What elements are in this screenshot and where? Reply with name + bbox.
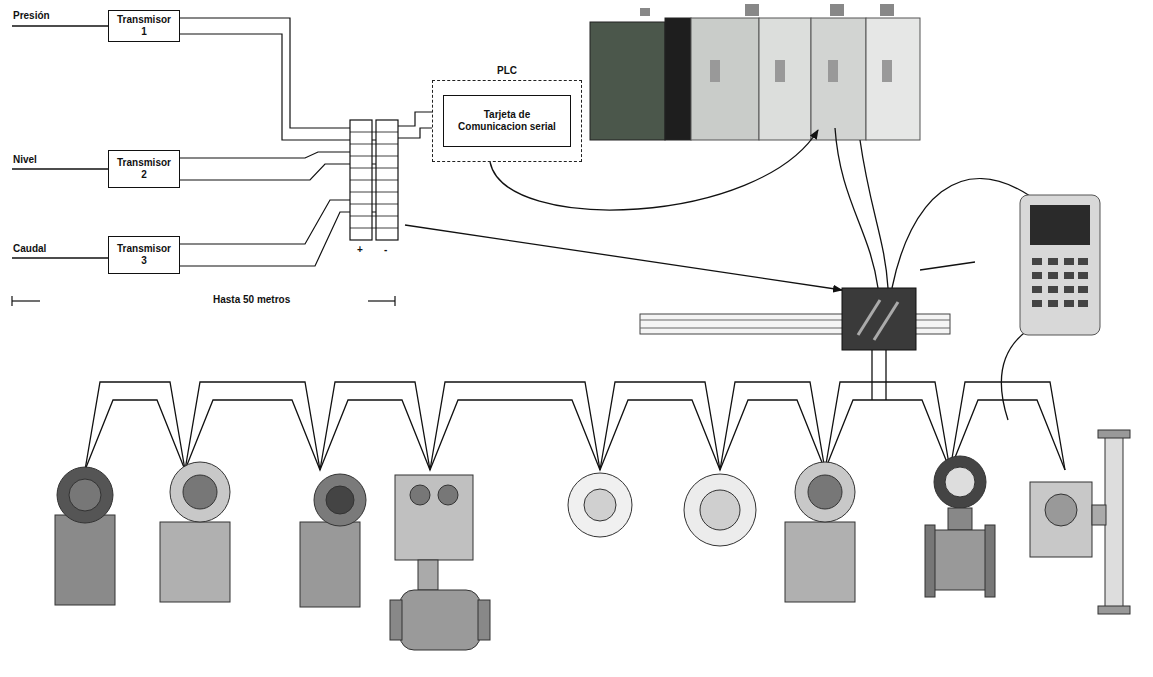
transmitter-wires <box>180 18 378 266</box>
transmitter-box: Transmisor 2 <box>108 150 180 188</box>
group-heading: PLC <box>433 65 581 77</box>
transmitter-box: Transmisor 1 <box>108 10 180 42</box>
serial-wires <box>398 112 432 138</box>
junction-box <box>640 288 950 400</box>
box-text: Transmisor 2 <box>113 157 175 181</box>
polarity-sign: + <box>356 244 364 255</box>
terminal-block <box>350 120 398 240</box>
distance-bracket <box>12 296 395 306</box>
fieldbus-trunk <box>85 382 1065 470</box>
field-devices <box>55 430 1130 650</box>
rack-cables <box>835 128 1030 420</box>
terminal-arrow <box>405 225 842 290</box>
box-text: Transmisor 3 <box>113 243 175 267</box>
serial-card-box: Tarjeta de Comunicacion serial <box>443 95 571 147</box>
signal-lines <box>12 26 108 258</box>
box-text: Transmisor 1 <box>113 14 175 38</box>
box-text: Tarjeta de Comunicacion serial <box>448 109 566 133</box>
signal-name: Caudal <box>12 243 47 254</box>
distance-note: Hasta 50 metros <box>212 294 291 305</box>
signal-name: Presión <box>12 10 51 21</box>
plc-rack <box>590 4 920 140</box>
polarity-sign: - <box>383 244 388 255</box>
transmitter-box: Transmisor 3 <box>108 236 180 274</box>
handheld-communicator <box>1020 195 1100 335</box>
signal-name: Nivel <box>12 154 38 165</box>
plc-group: PLCTarjeta de Comunicacion serial <box>432 80 582 162</box>
